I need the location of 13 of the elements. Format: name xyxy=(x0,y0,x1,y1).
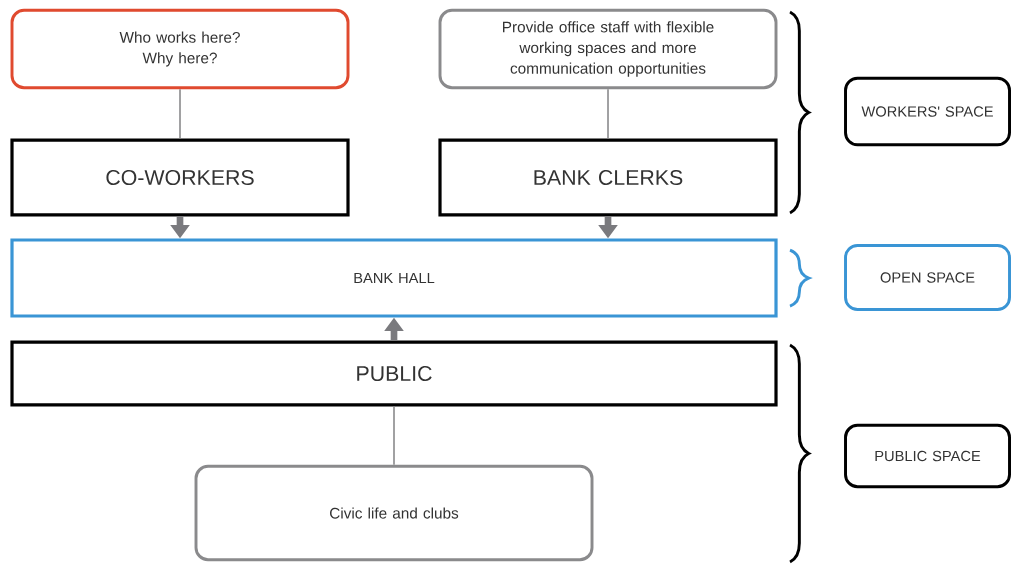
connector-line xyxy=(393,405,395,466)
activity-box: Civic life and clubs xyxy=(194,464,594,562)
group-box: PUBLIC xyxy=(10,340,778,407)
category-box: WORKERS' SPACE xyxy=(844,76,1011,147)
goal-box: Provide office staff with flexible working spaces and more communication opportunities xyxy=(438,8,778,90)
group-box: BANK CLERKS xyxy=(438,138,778,217)
question-box: Who works here? Why here? xyxy=(10,8,350,90)
category-box: OPEN SPACE xyxy=(844,244,1011,311)
group-box: CO-WORKERS xyxy=(10,138,350,217)
connector-line xyxy=(607,88,609,140)
category-box: PUBLIC SPACE xyxy=(844,423,1011,489)
space-band: BANK HALL xyxy=(10,238,778,318)
connector-line xyxy=(179,88,181,140)
